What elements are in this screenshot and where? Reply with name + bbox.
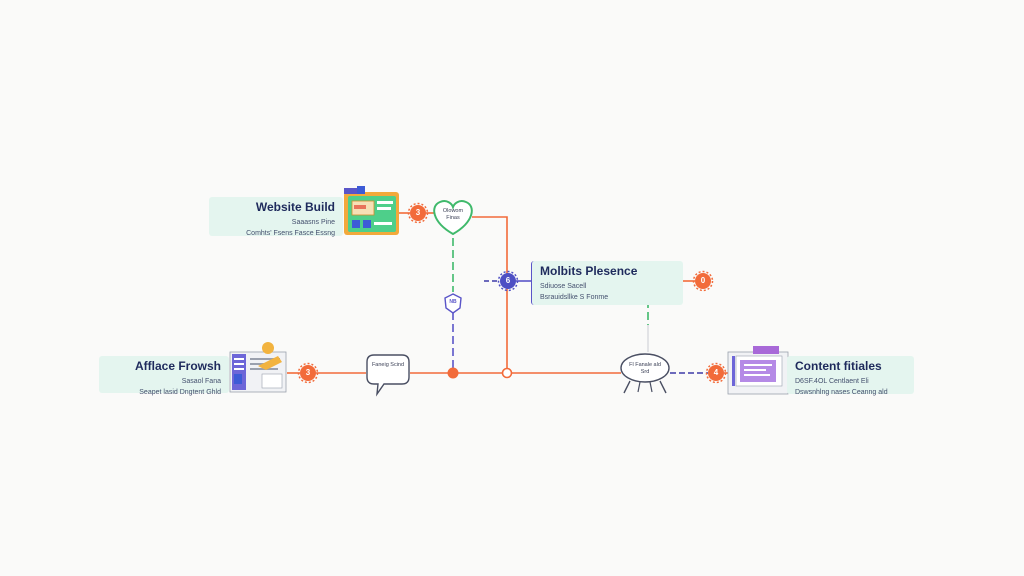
badge-number: 3 [305,368,311,377]
node-title: Afflace Frowsh [134,359,221,373]
node-title: Content fitiales [795,359,882,373]
chair-bubble-icon [620,353,670,383]
junction-ring [501,367,513,379]
badge-affiliate [297,362,319,384]
node-description: Dswsnhlng nases Ceanng ald [795,388,888,396]
chair-leg [659,380,667,394]
heart-icon [433,200,473,236]
node-title: Website Build [255,200,335,214]
affiliate-desk-icon [229,342,287,393]
shield-label: NB [449,299,457,305]
chair-label: Fl Fanale ald Srd [629,362,661,375]
badge-mobile-left [497,270,519,292]
node-mobile-presence: Molbits Plesence Sdiuose Sacell Bsrauids… [531,261,683,305]
chair-leg [637,381,641,393]
shield-icon [444,293,462,314]
node-title: Molbits Plesence [540,264,638,278]
node-affiliate: Afflace Frowsh Sasaol Fana Seapet lasid … [99,356,229,396]
badge-number: 0 [700,276,706,285]
chair-leg [623,380,631,394]
node-content: Content fitiales D6SF.4OL Centlaent Eli … [787,356,914,396]
website-browser-icon [344,186,399,235]
chair-leg [649,381,653,393]
heart-label: Olowom Finas [442,208,464,221]
node-subtitle: D6SF.4OL Centlaent Eli [795,377,869,385]
junction-dot [447,367,459,379]
badge-mobile-right [692,270,714,292]
heart-orange-path [472,216,508,370]
node-description: Seapet lasid Dngtent Ghld [139,388,221,396]
speech-label: Faneig Scind [371,362,405,368]
speech-bubble-icon [366,354,410,397]
badge-content [705,362,727,384]
badge-website-build [407,202,429,224]
badge-number: 3 [415,208,421,217]
node-description: Comhts' Fsens Fasce Essng [246,229,335,237]
node-description: Bsrauidsllke S Fonme [540,293,609,301]
node-website-build: Website Build Saaasns Pine Comhts' Fsens… [209,197,343,237]
node-subtitle: Sasaol Fana [181,377,221,385]
node-subtitle: Sdiuose Sacell [540,282,587,290]
badge-number: 6 [505,276,511,285]
node-subtitle: Saaasns Pine [291,218,335,226]
badge-number: 4 [713,368,719,377]
content-monitor-icon [727,346,789,395]
